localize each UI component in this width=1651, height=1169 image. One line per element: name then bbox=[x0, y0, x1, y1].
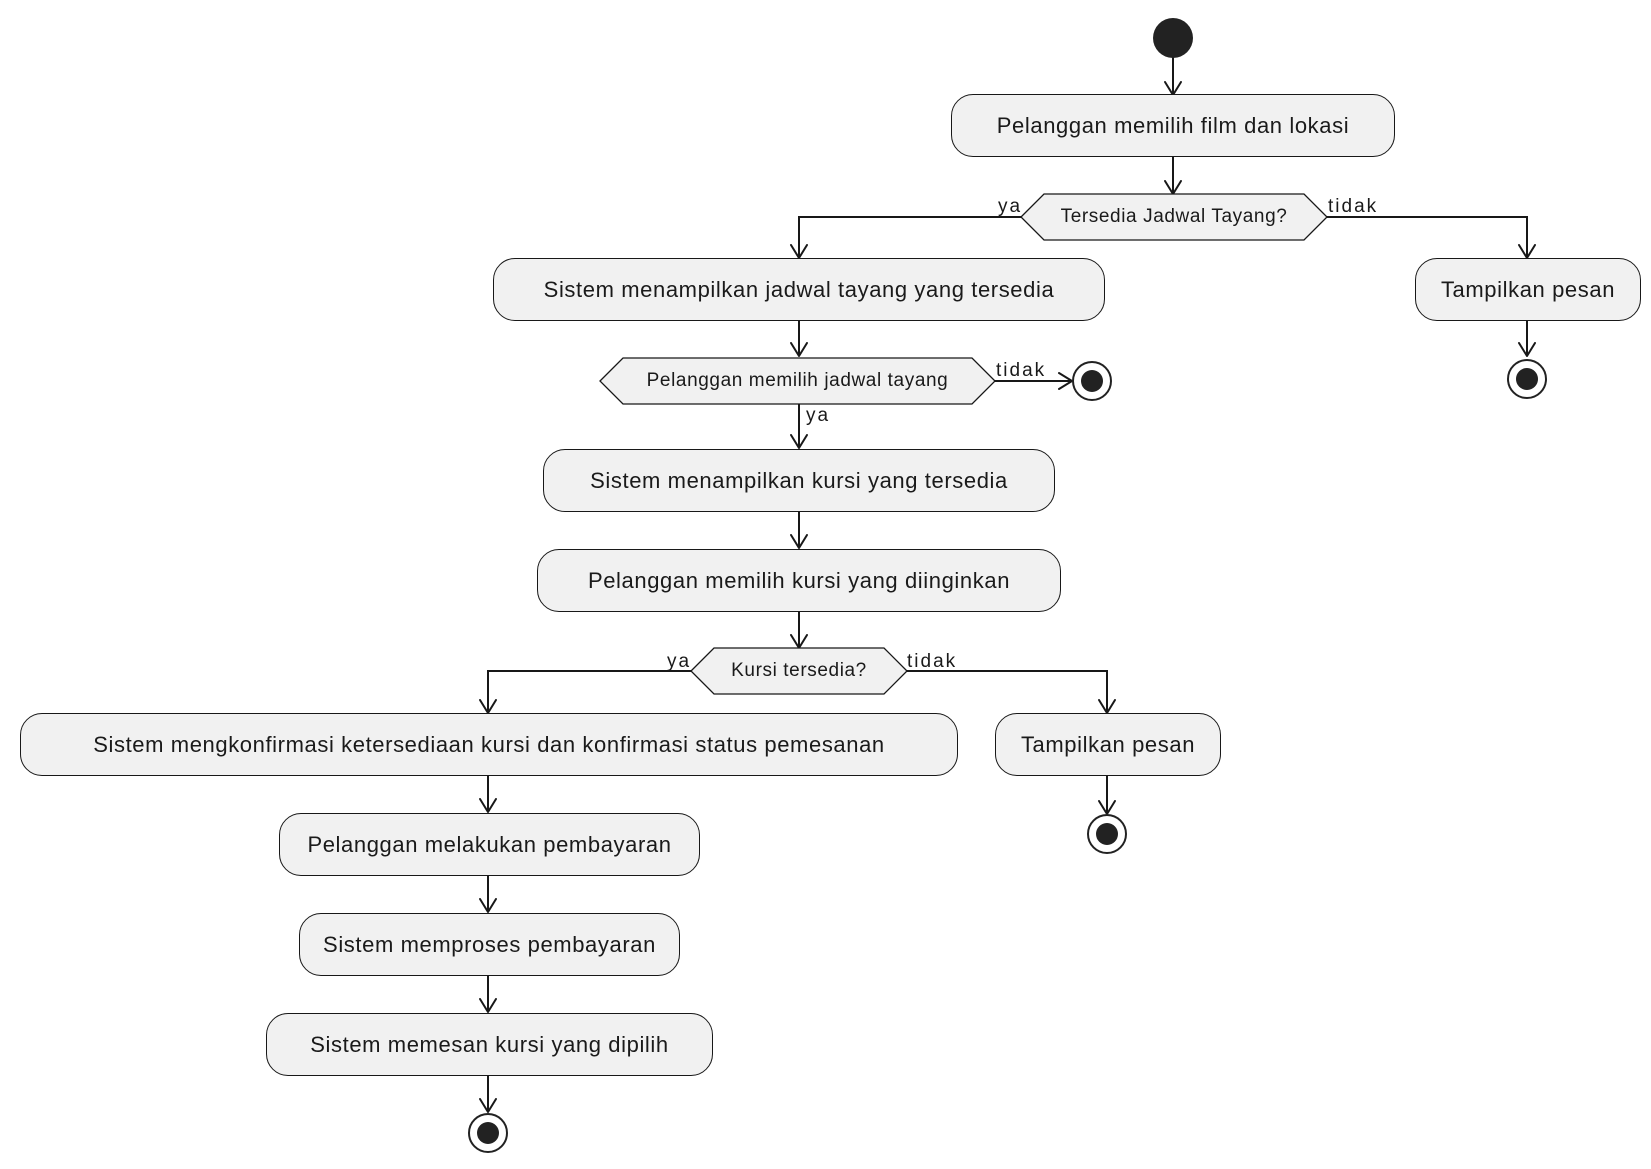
arrowhead bbox=[790, 434, 808, 449]
branch-label-yes: ya bbox=[806, 405, 831, 426]
arrowhead bbox=[479, 1098, 497, 1113]
branch-label-no: tidak bbox=[996, 360, 1047, 381]
end-node bbox=[1507, 359, 1547, 399]
activity-show-message: Tampilkan pesan bbox=[1415, 258, 1641, 321]
start-node bbox=[1153, 18, 1193, 58]
activity-choose-film: Pelanggan memilih film dan lokasi bbox=[951, 94, 1395, 157]
decision-schedule-available: Tersedia Jadwal Tayang? bbox=[1060, 206, 1288, 227]
decision-seat-available: Kursi tersedia? bbox=[731, 660, 867, 681]
activity-book-seat: Sistem memesan kursi yang dipilih bbox=[266, 1013, 713, 1076]
branch-label-yes: ya bbox=[667, 651, 692, 672]
activity-choose-seat: Pelanggan memilih kursi yang diinginkan bbox=[537, 549, 1061, 612]
arrowhead bbox=[479, 998, 497, 1013]
activity-show-message: Tampilkan pesan bbox=[995, 713, 1221, 776]
decision-d2-shape bbox=[599, 357, 996, 405]
arrowhead bbox=[1518, 342, 1536, 357]
arrowhead bbox=[479, 798, 497, 813]
edge-d3-yes bbox=[487, 670, 691, 713]
decision-d1-shape bbox=[1020, 193, 1328, 241]
activity-show-seats: Sistem menampilkan kursi yang tersedia bbox=[543, 449, 1055, 512]
edge-d3-no bbox=[907, 670, 1108, 713]
edge-d1-no bbox=[1327, 216, 1528, 258]
arrowhead bbox=[790, 342, 808, 357]
branch-label-no: tidak bbox=[1328, 196, 1379, 217]
arrowhead bbox=[790, 534, 808, 549]
activity-make-payment: Pelanggan melakukan pembayaran bbox=[279, 813, 700, 876]
arrowhead bbox=[479, 898, 497, 913]
activity-process-payment: Sistem memproses pembayaran bbox=[299, 913, 680, 976]
activity-show-schedule: Sistem menampilkan jadwal tayang yang te… bbox=[493, 258, 1105, 321]
end-node bbox=[1072, 361, 1112, 401]
end-node bbox=[468, 1113, 508, 1153]
decision-customer-picks-schedule: Pelanggan memilih jadwal tayang bbox=[646, 370, 949, 391]
branch-label-no: tidak bbox=[907, 651, 958, 672]
decision-d3-shape bbox=[690, 647, 908, 695]
activity-confirm-seat: Sistem mengkonfirmasi ketersediaan kursi… bbox=[20, 713, 958, 776]
branch-label-yes: ya bbox=[998, 196, 1023, 217]
end-node bbox=[1087, 814, 1127, 854]
edge-d1-yes bbox=[798, 216, 1021, 258]
